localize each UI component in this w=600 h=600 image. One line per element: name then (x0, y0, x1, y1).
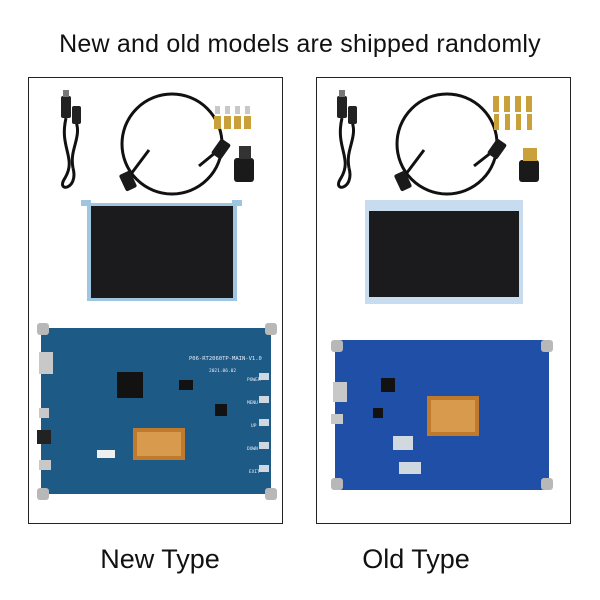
up-button-label: UP (251, 423, 257, 429)
page-title: New and old models are shipped randomly (59, 30, 541, 58)
lcd-screen-front (365, 200, 523, 304)
lcd-screen-front (81, 200, 242, 301)
menu-button-label: MENU (247, 400, 258, 406)
hdmi-cable-icon (394, 92, 507, 196)
hdmi-adapter-icon (519, 148, 539, 182)
usb-cable-icon (61, 90, 81, 189)
old-type-product-photo (331, 90, 553, 490)
usb-cable-icon (337, 90, 357, 189)
power-button-label: POWER (247, 377, 261, 383)
driver-board (331, 340, 553, 490)
down-button-label: DOWN (247, 446, 258, 452)
old-type-caption: Old Type (362, 544, 470, 574)
new-type-product-panel: P06-RT2060TP-MAIN-V1.0 2021.06.02 POWER … (28, 77, 283, 524)
exit-button-label: EXIT (249, 469, 260, 475)
old-type-product-panel (316, 77, 571, 524)
board-date-label: 2021.06.02 (209, 368, 236, 374)
new-type-product-photo: P06-RT2060TP-MAIN-V1.0 2021.06.02 POWER … (37, 90, 277, 500)
new-type-caption: New Type (100, 544, 220, 574)
brass-standoffs-icon (214, 106, 251, 129)
hdmi-cable-icon (119, 92, 231, 196)
brass-standoffs-icon (493, 96, 532, 130)
hdmi-adapter-icon (234, 146, 254, 182)
driver-board (37, 323, 277, 500)
board-model-label: P06-RT2060TP-MAIN-V1.0 (189, 356, 262, 362)
